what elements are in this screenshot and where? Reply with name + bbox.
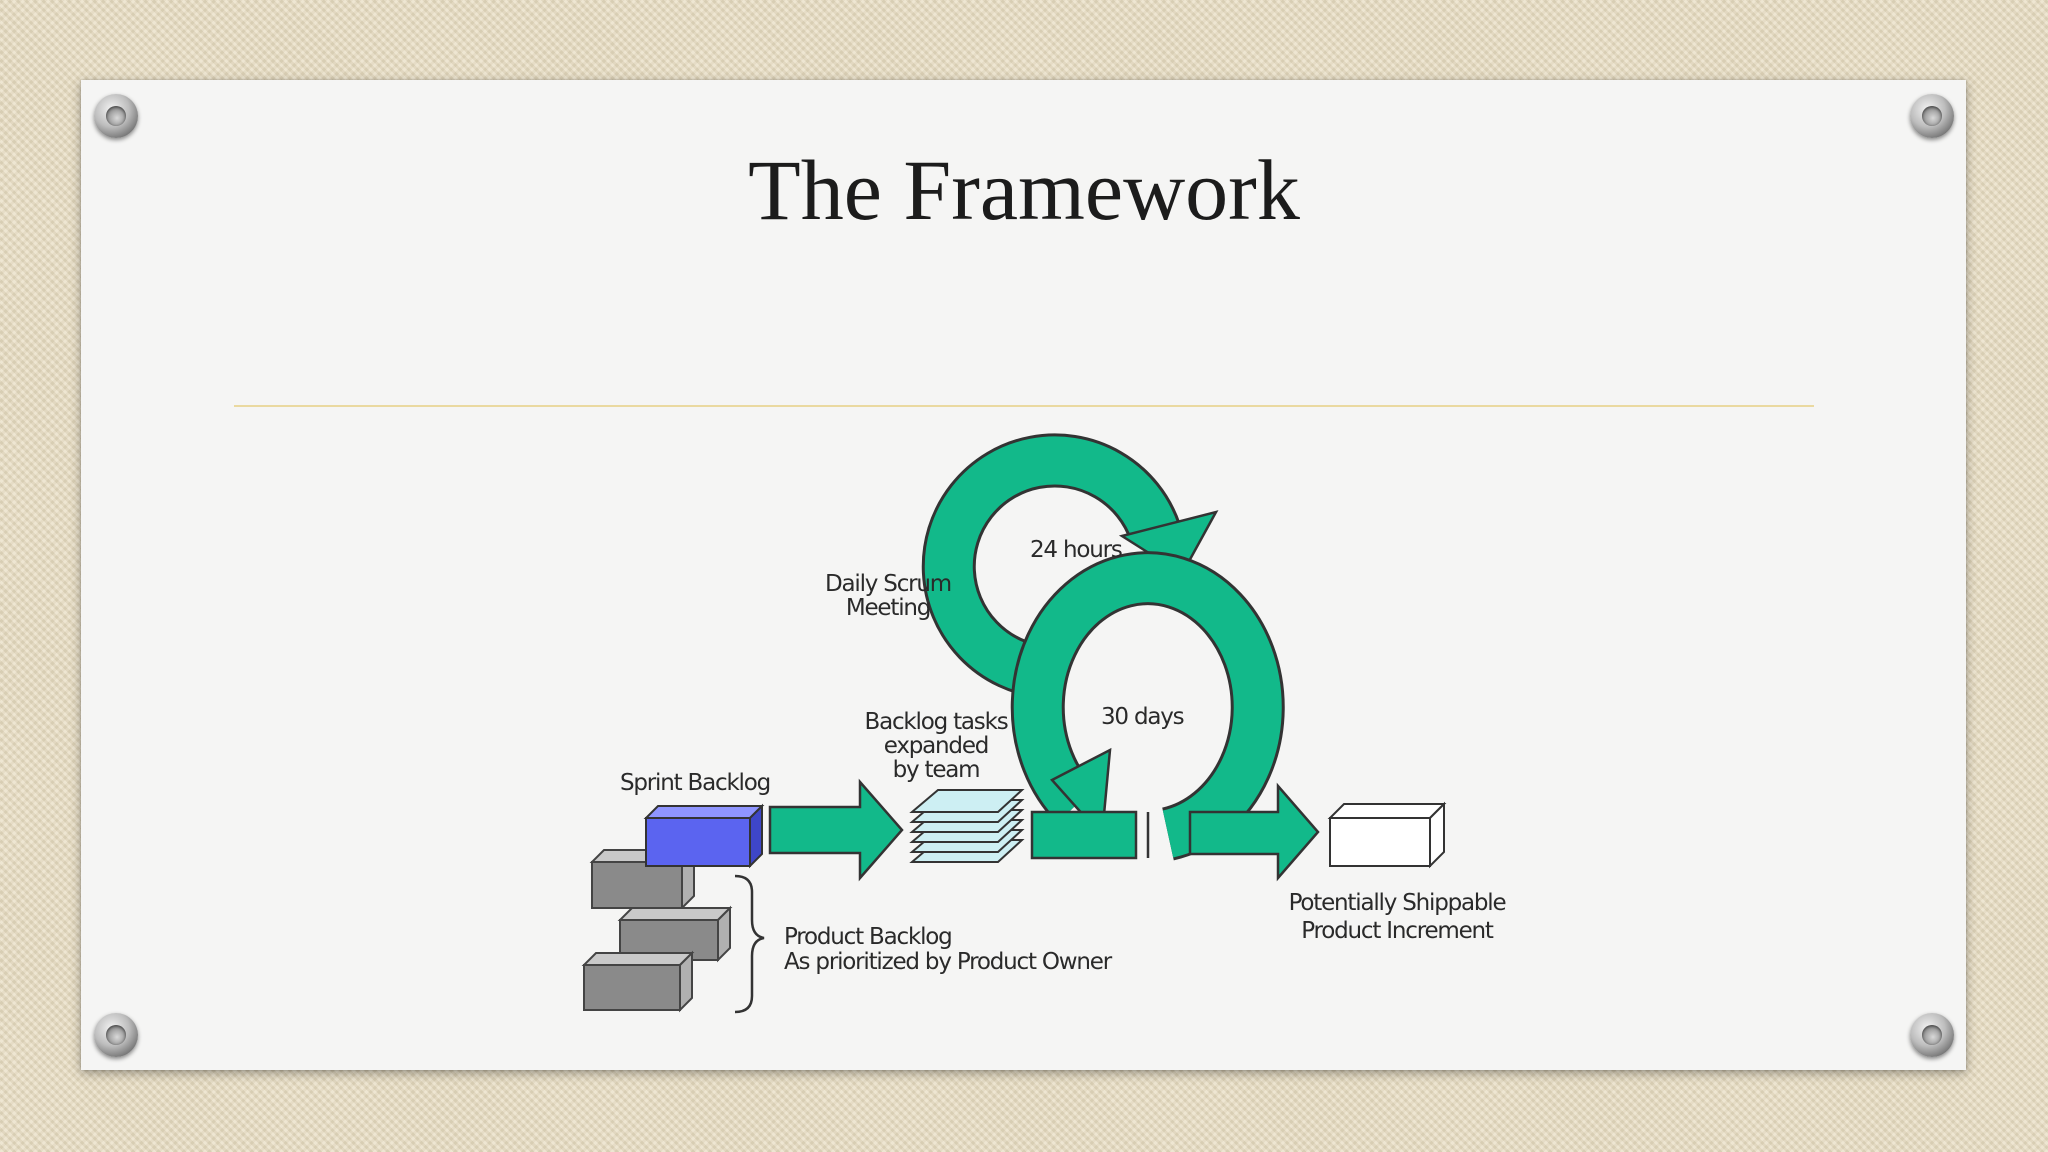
grommet-bottom-right-icon: [1910, 1013, 1954, 1057]
backlog-tasks-label-line3: by team: [893, 757, 980, 783]
increment-label-line1: Potentially Shippable: [1289, 890, 1506, 916]
daily-cycle-label: 24 hours: [1030, 537, 1122, 563]
product-backlog-label-line1: Product Backlog: [784, 924, 952, 950]
product-backlog-block: [581, 950, 695, 1013]
title-divider: [234, 405, 1814, 407]
arrow-to-increment-icon: [1188, 782, 1320, 882]
backlog-tasks-label-line2: expanded: [884, 733, 988, 759]
grommet-top-left-icon: [94, 94, 138, 138]
product-backlog-label-line2: As prioritized by Product Owner: [784, 949, 1113, 975]
slide-title: The Framework: [748, 142, 1300, 238]
backlog-tasks-stack-icon: [909, 789, 1025, 863]
product-backlog-blocks: [581, 847, 733, 1013]
increment-label-line2: Product Increment: [1301, 918, 1494, 944]
arrow-to-tasks-icon: [768, 778, 904, 882]
sprint-cycle-label: 30 days: [1101, 704, 1184, 730]
product-backlog-brace: [734, 874, 765, 1014]
grommet-bottom-left-icon: [94, 1013, 138, 1057]
slide-card: [81, 80, 1966, 1070]
product-increment-box: [1327, 801, 1447, 869]
daily-scrum-label-line2: Meeting: [846, 595, 930, 621]
sprint-backlog-block: [643, 803, 765, 869]
sprint-backlog-label: Sprint Backlog: [620, 770, 770, 796]
backlog-tasks-label-line1: Backlog tasks: [864, 709, 1007, 735]
daily-cycle-arrow-icon: [921, 433, 1219, 699]
sprint-cycle-arrow-icon: [1010, 551, 1285, 861]
grommet-top-right-icon: [1910, 94, 1954, 138]
daily-scrum-label-line1: Daily Scrum: [825, 571, 951, 597]
